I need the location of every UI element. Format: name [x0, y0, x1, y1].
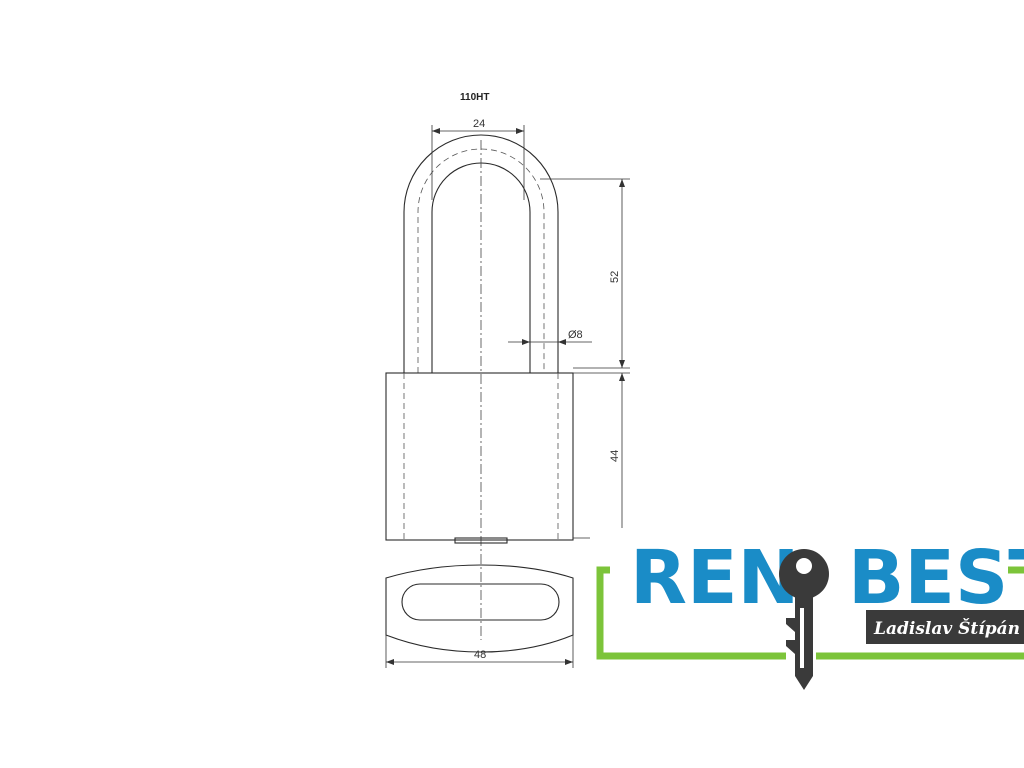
dimension-body-width: 48 — [385, 600, 574, 668]
dimension-body-height: 44 — [573, 372, 630, 539]
bottom-view — [385, 564, 574, 653]
dim-24-label: 24 — [473, 118, 485, 130]
brand-best: BEST — [848, 535, 1024, 621]
dim-48-label: 48 — [474, 649, 486, 661]
owner-name: Ladislav Štípán — [873, 618, 1020, 639]
renobest-logo: REN BEST Ladislav Štípán — [590, 528, 1024, 693]
owner-plate: Ladislav Štípán — [866, 610, 1024, 644]
dimension-shackle-clearance: 52 — [540, 178, 630, 369]
green-frame-left — [596, 566, 786, 660]
padlock-body — [385, 372, 574, 544]
dimension-shackle-diameter: Ø8 — [508, 329, 592, 345]
dim-52-label: 52 — [609, 271, 621, 283]
model-label: 110HT — [460, 92, 489, 103]
dim-diameter-label: Ø8 — [568, 329, 583, 341]
dim-44-label: 44 — [609, 450, 621, 462]
brand-ren: REN — [630, 535, 799, 621]
key-icon — [779, 549, 829, 690]
dimension-shackle-width: 24 — [431, 118, 525, 200]
